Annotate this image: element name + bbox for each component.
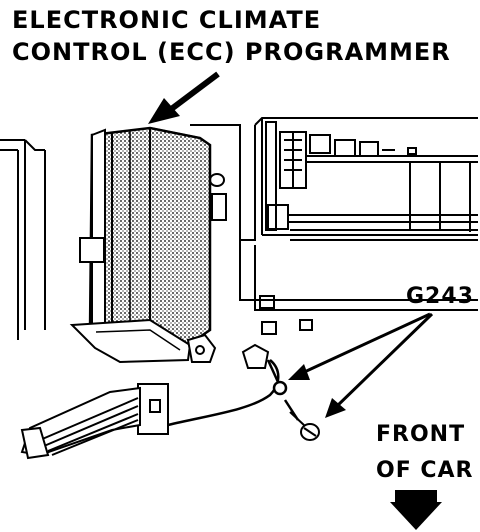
bracket-knob — [209, 173, 227, 221]
g243-pointer-arrows — [288, 312, 434, 418]
ground-wire — [167, 359, 300, 427]
ecc-programmer-module — [69, 126, 212, 364]
ground-callout-label: G243 — [406, 284, 474, 309]
title-line-2: CONTROL (ECC) PROGRAMMER — [12, 38, 451, 66]
programmer-pointer-arrow — [148, 71, 220, 124]
left-body-panel — [0, 139, 46, 340]
front-of-car-arrow-icon — [390, 490, 442, 530]
wire-harness-connector — [20, 383, 169, 460]
title-line-1: ELECTRONIC CLIMATE — [12, 6, 322, 34]
front-of-car-label-line-2: OF CAR — [376, 458, 474, 483]
mounting-tab — [186, 333, 270, 369]
dash-bracket — [190, 117, 478, 335]
ground-bolt — [289, 411, 320, 441]
front-of-car-label-line-1: FRONT — [376, 422, 466, 447]
